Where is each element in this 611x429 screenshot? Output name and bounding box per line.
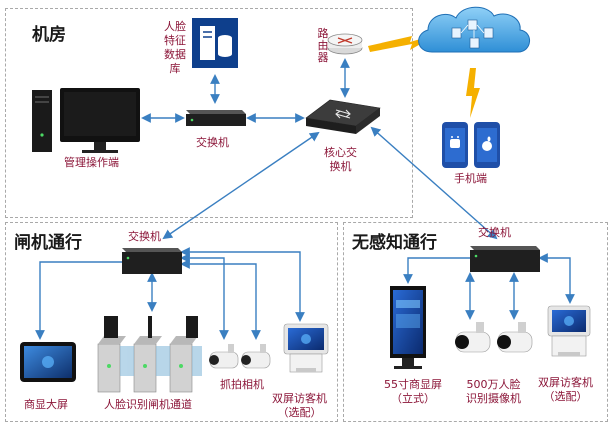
lightning-router-cloud bbox=[368, 34, 438, 52]
desktop-computer-icon bbox=[32, 88, 140, 153]
big-screen-display-icon bbox=[20, 342, 76, 382]
gate-visitor-kiosk-icon bbox=[283, 323, 329, 373]
snap-camera-label: 抓拍相机 bbox=[220, 378, 264, 391]
database-server-icon bbox=[192, 18, 238, 68]
core-switch-icon bbox=[305, 99, 381, 134]
free-visitor-kiosk-icon bbox=[547, 305, 591, 357]
link-gate-bigscreen bbox=[35, 261, 122, 340]
link-free-visitor bbox=[538, 253, 575, 304]
core-switch-label: 核心交 换机 bbox=[324, 146, 357, 174]
core-switch-label-line1: 核心交 bbox=[324, 146, 357, 159]
free-visitor-label-line2: （选配） bbox=[543, 390, 588, 403]
gate-visitor-label: 双屏访客机 （选配） bbox=[272, 392, 327, 420]
sensorless-access-title: 无感知通行 bbox=[352, 233, 437, 253]
face-db-label-line1: 人脸 bbox=[164, 20, 186, 33]
server-room-title: 机房 bbox=[32, 25, 66, 45]
core-switch-label-line2: 换机 bbox=[329, 160, 352, 173]
router-icon bbox=[327, 33, 363, 55]
link-gate-visitor bbox=[180, 247, 305, 322]
gate-visitor-label-line2: （选配） bbox=[277, 406, 322, 419]
router-label: 路由器 bbox=[317, 27, 329, 64]
display55-label-line1: 55寸商显屏 bbox=[384, 378, 442, 391]
free-switch-label: 交换机 bbox=[478, 226, 511, 239]
face-db-label-line2: 特征 bbox=[164, 34, 186, 47]
mgmt-terminal-label: 管理操作端 bbox=[64, 156, 119, 169]
link-core-free-switch bbox=[370, 126, 498, 240]
room-switch-icon bbox=[186, 110, 246, 126]
snapshot-cameras-icon bbox=[209, 344, 271, 369]
connection-lines bbox=[35, 58, 575, 340]
link-core-gate-switch bbox=[162, 131, 320, 240]
cam500-label-line1: 500万人脸 bbox=[466, 378, 521, 391]
cloud-icon bbox=[418, 6, 530, 53]
free-switch-icon bbox=[470, 246, 540, 272]
free-visitor-label: 双屏访客机 （选配） bbox=[538, 376, 593, 404]
link-free-display bbox=[403, 257, 470, 284]
room-switch-label: 交换机 bbox=[196, 136, 229, 149]
face-db-label-line3: 数据 bbox=[164, 48, 186, 61]
face-db-label: 人脸 特征 数据 库 bbox=[162, 20, 188, 76]
mobile-terminal-label: 手机端 bbox=[454, 172, 487, 185]
face-recognition-cameras-icon bbox=[455, 322, 533, 353]
gate-switch-label: 交换机 bbox=[128, 230, 161, 243]
gate-switch-icon bbox=[122, 248, 182, 274]
cam500-label: 500万人脸 识别摄像机 bbox=[466, 378, 521, 406]
vertical-display-icon bbox=[390, 286, 426, 369]
mobile-phones-icon bbox=[442, 122, 500, 168]
gate-access-title: 闸机通行 bbox=[14, 233, 82, 253]
free-visitor-label-line1: 双屏访客机 bbox=[538, 376, 593, 389]
display55-label: 55寸商显屏 （立式） bbox=[384, 378, 442, 406]
turnstile-gates-icon bbox=[97, 316, 202, 393]
gate-channel-label: 人脸识别闸机通道 bbox=[104, 398, 192, 411]
gate-visitor-label-line1: 双屏访客机 bbox=[272, 392, 327, 405]
face-db-label-line4: 库 bbox=[169, 62, 181, 75]
lightning-cloud-phone bbox=[466, 68, 480, 118]
big-screen-label: 商显大屏 bbox=[24, 398, 68, 411]
display55-label-line2: （立式） bbox=[391, 392, 435, 405]
cam500-label-line2: 识别摄像机 bbox=[466, 392, 521, 405]
